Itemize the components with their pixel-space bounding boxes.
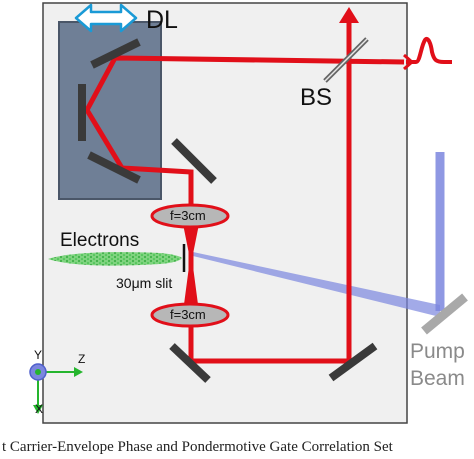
figure-caption: t Carrier-Envelope Phase and Pondermotiv… [0,438,474,454]
pump-beam [193,152,445,317]
pump-mirror [421,293,468,335]
lens-bottom [150,302,230,328]
electrons-label: Electrons [60,230,140,251]
pump-beam-label-line1: Pump [410,340,465,363]
focused-beam [183,224,199,312]
lens-top-label: f=3cm [170,208,206,223]
mirror-top-right [171,138,217,184]
laser-beam [84,7,452,364]
figure-caption-text: t Carrier-Envelope Phase and Pondermotiv… [2,439,393,454]
axis-z-label: Z [78,352,86,366]
mirror-delay-bottom [87,151,141,184]
axis-y-label: Y [34,348,43,362]
electron-beam [48,252,182,266]
lens-bottom-label: f=3cm [170,307,206,322]
mirror-bottom-left [169,343,211,383]
slit-label: 30μm slit [116,275,173,291]
delay-stage [58,21,162,200]
axis-x-label: X [35,402,44,416]
mirror-delay-top [90,38,141,69]
delay-line-label: DL [146,6,178,34]
mirror-bottom-right [328,342,378,382]
coordinate-axes [29,363,83,414]
pump-beam-label-line2: Beam [410,367,465,390]
beam-splitter-label: BS [300,84,333,111]
lens-top [150,203,230,229]
delay-line-arrow-icon [74,3,138,33]
mirrors [78,38,378,383]
